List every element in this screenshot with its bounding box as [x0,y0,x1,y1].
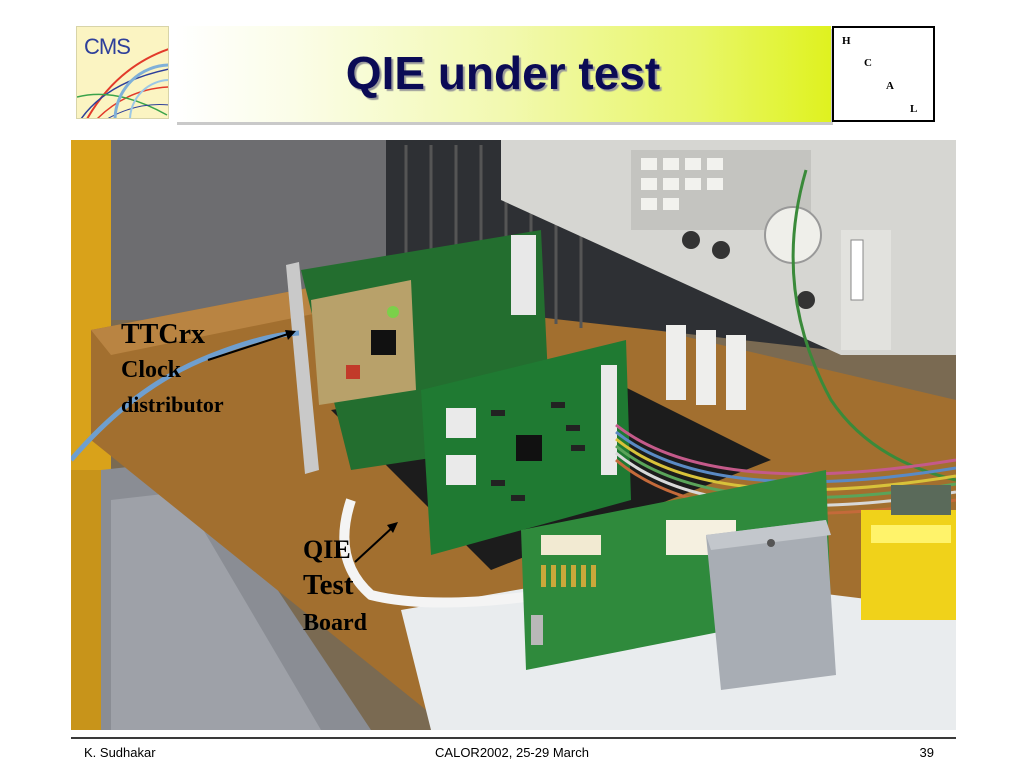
hcal-badge: H C A L [832,26,935,122]
cms-logo-graphic [77,48,168,118]
label-distributor: distributor [121,392,224,417]
arrow-qie [354,525,395,563]
hcal-letter-l: L [910,103,918,115]
label-clock: Clock [121,357,181,383]
arrowhead-ttcrx [285,330,296,340]
logo-text: CMS [84,34,131,59]
arrowhead-qie [387,522,398,533]
footer-author: K. Sudhakar [84,745,156,760]
cms-logo: CMS [76,26,169,119]
photo-illustration [71,140,956,730]
hcal-letter-h: H [842,35,851,47]
footer-event: CALOR2002, 25-29 March [435,745,589,760]
lab-photo [71,140,956,730]
label-test: Test [303,569,354,601]
title-bar: QIE under test [175,26,831,122]
hcal-letter-a: A [886,80,894,92]
label-qie: QIE [303,535,351,564]
label-board: Board [303,610,368,636]
footer-page-number: 39 [919,745,934,760]
label-ttcrx: TTCrx [121,319,205,350]
footer-divider [71,737,956,739]
page-title: QIE under test [345,47,661,99]
arrow-ttcrx [207,332,292,361]
hcal-letter-c: C [864,57,872,69]
